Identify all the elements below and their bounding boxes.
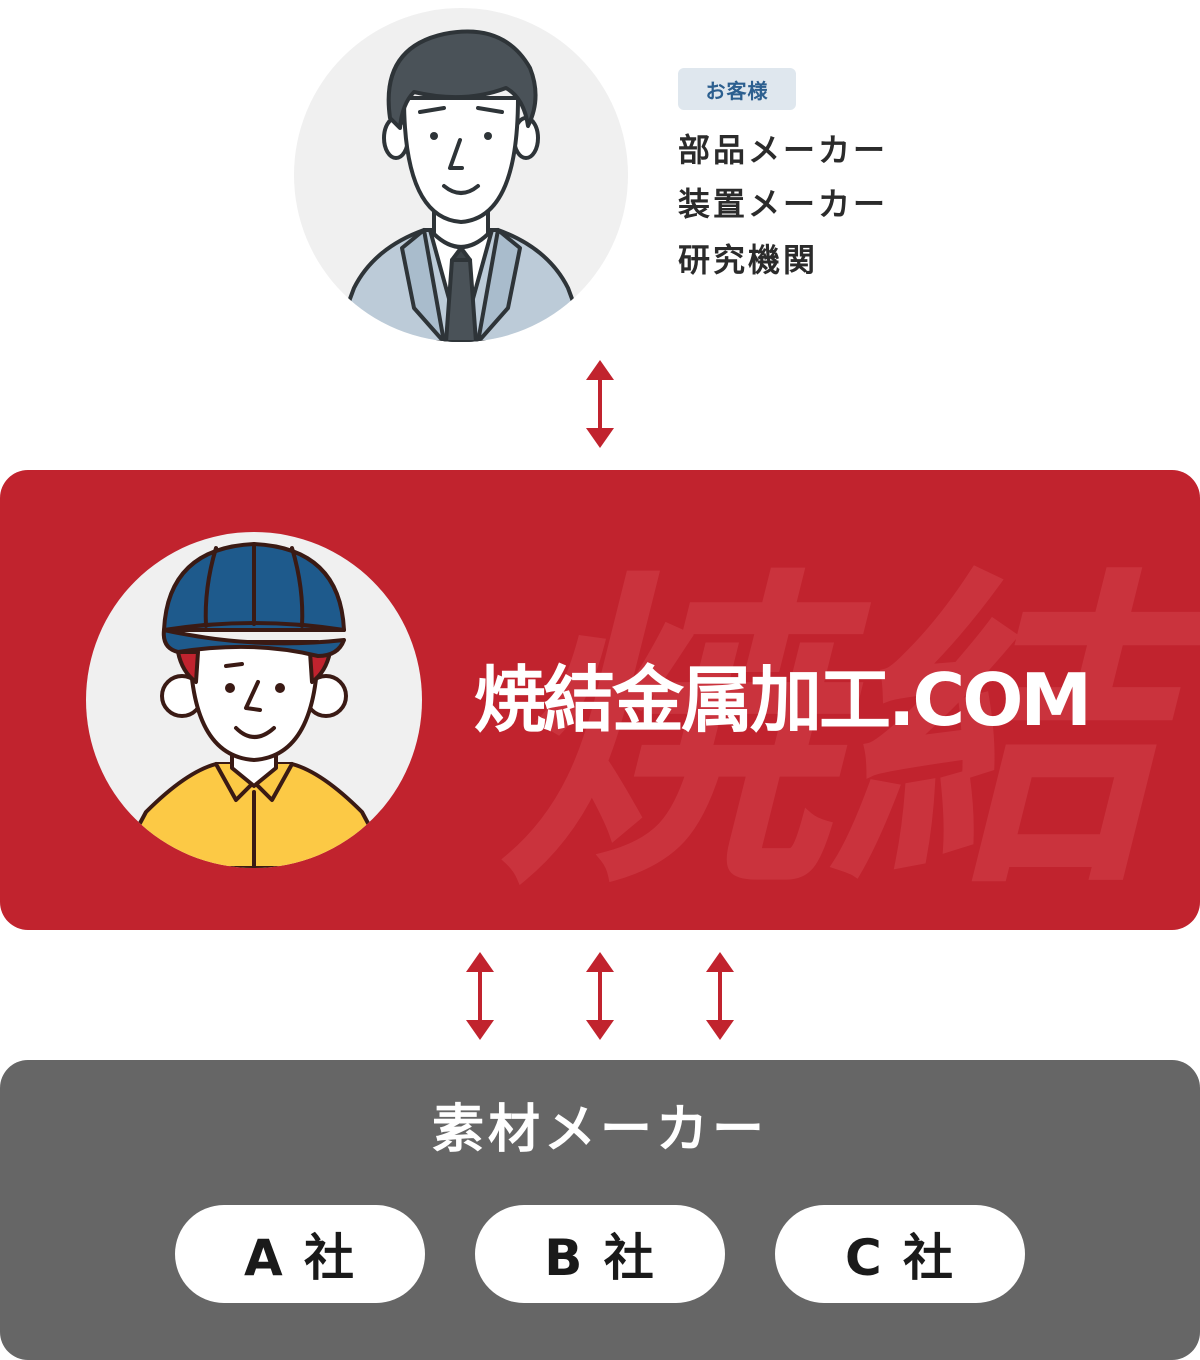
customer-badge: お客様 — [678, 68, 796, 110]
double-arrow-icon — [466, 952, 494, 1040]
supplier-title: 素材メーカー — [431, 1100, 768, 1160]
supplier-company-a: A 社 — [175, 1205, 425, 1303]
customer-type-parts-maker: 部品メーカー — [678, 131, 889, 169]
supplier-panel: 素材メーカー A 社 B 社 C 社 — [0, 1060, 1200, 1360]
supplier-company-b: B 社 — [475, 1205, 725, 1303]
worker-avatar-icon — [86, 532, 422, 868]
customer-type-research-institute: 研究機関 — [678, 241, 819, 279]
company-name: 焼結金属加工.COM — [474, 658, 1092, 742]
double-arrow-icon — [586, 360, 614, 448]
sintering-watermark: 焼結 — [500, 540, 1200, 920]
company-panel: 焼結 — [0, 470, 1200, 930]
double-arrow-icon — [586, 952, 614, 1040]
watermark-text: 焼結 — [500, 540, 1200, 920]
double-arrow-icon — [706, 952, 734, 1040]
customer-type-equipment-maker: 装置メーカー — [678, 185, 889, 223]
supplier-company-c: C 社 — [775, 1205, 1025, 1303]
customer-avatar-icon — [294, 8, 628, 342]
